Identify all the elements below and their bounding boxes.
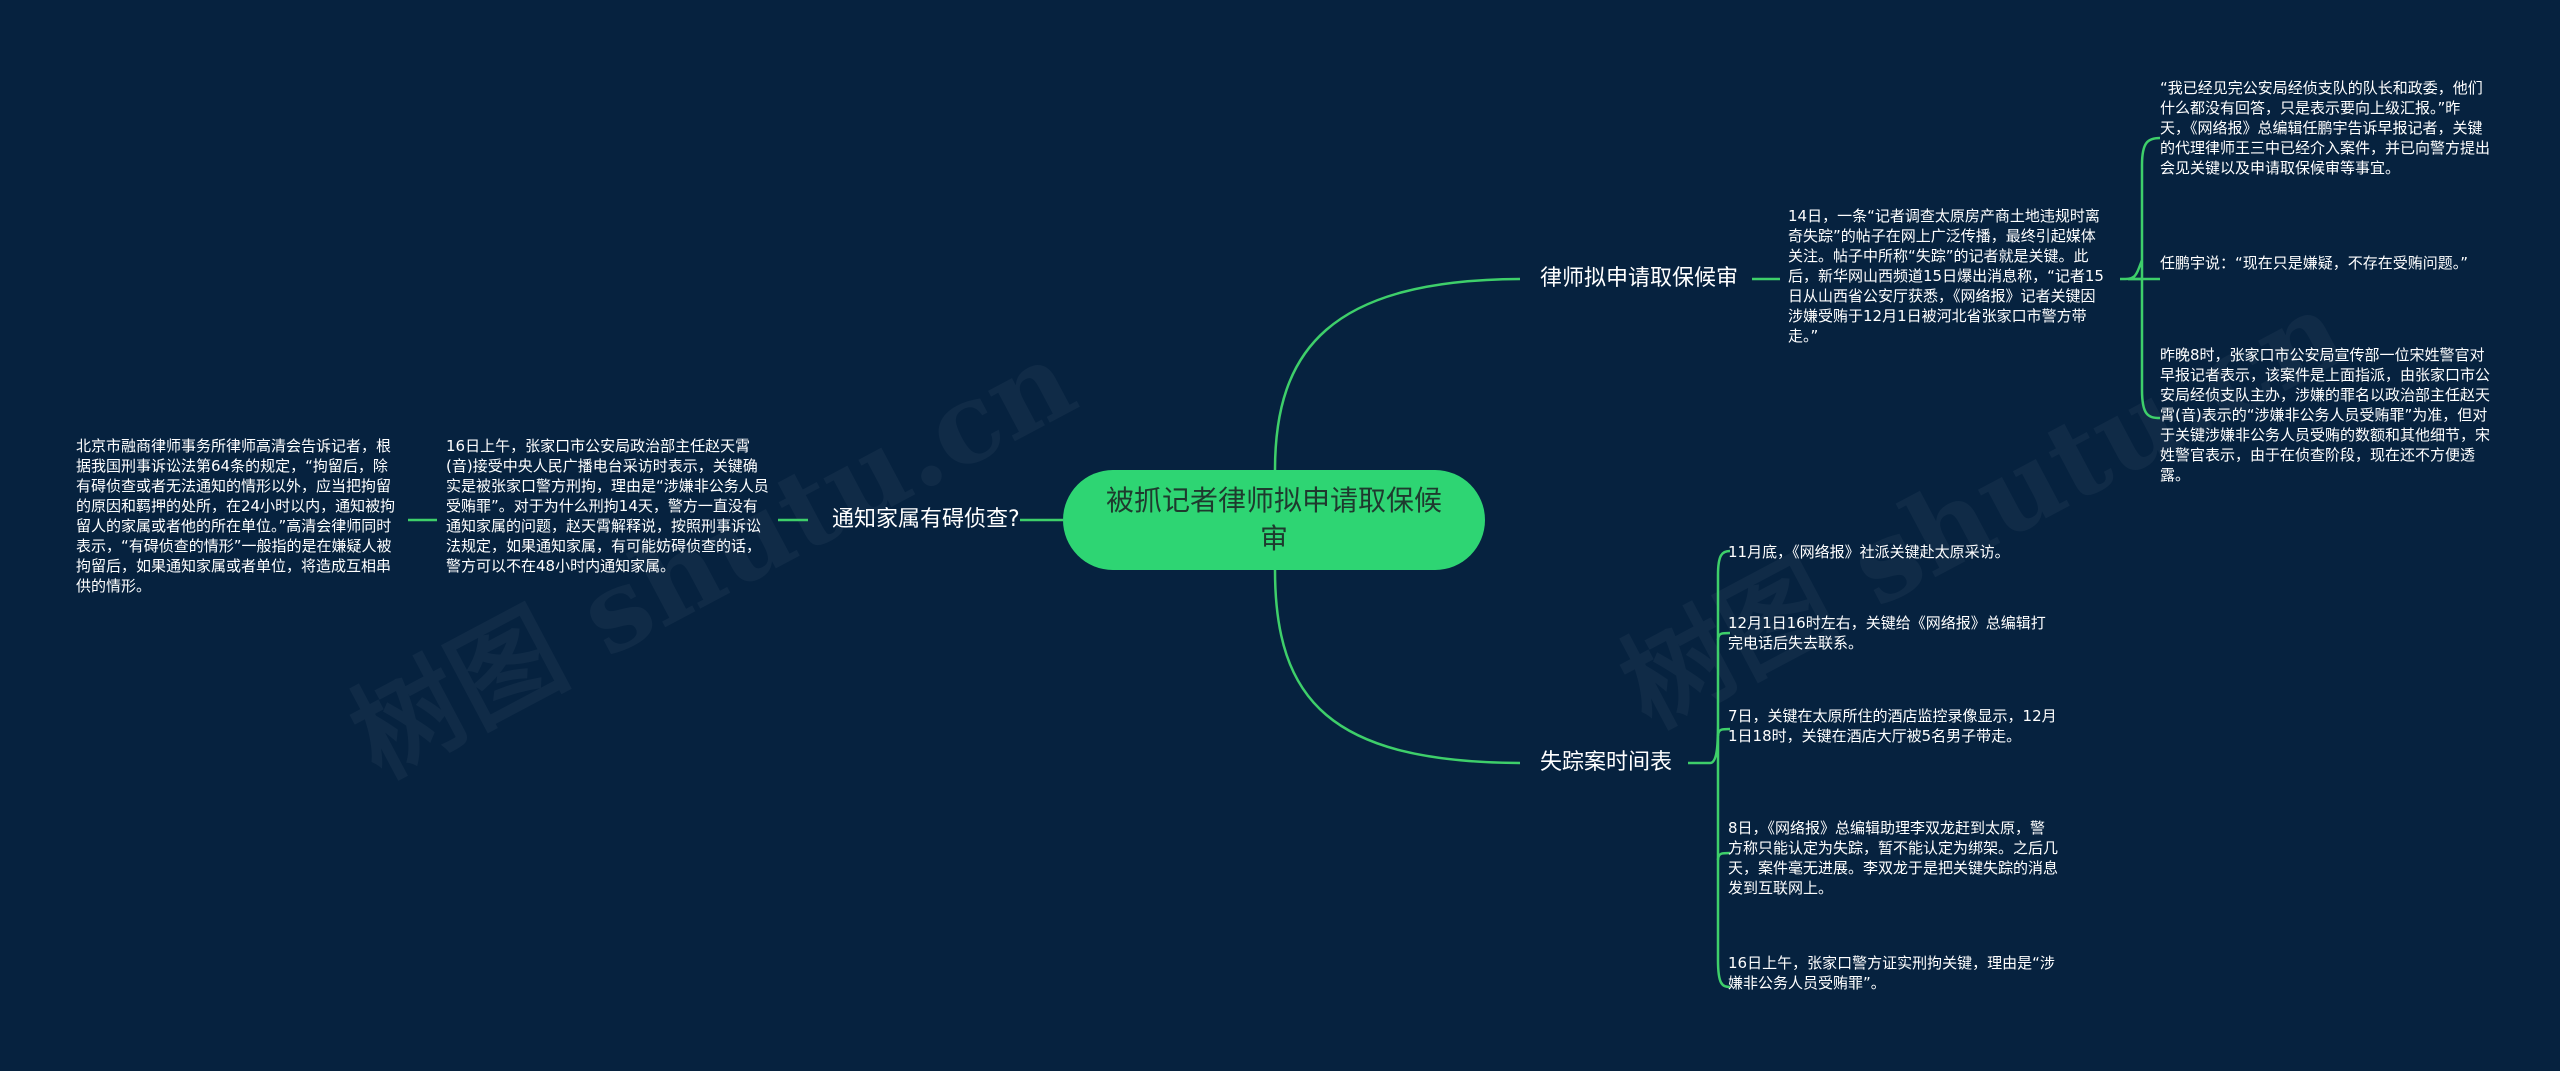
connector-timeline-child-1 [1716, 631, 1731, 641]
family-summary: 16日上午，张家口市公安局政治部主任赵天霄(音)接受中央人民广播电台采访时表示，… [446, 437, 769, 575]
branch-bail-label: 律师拟申请取保候审 [1540, 266, 1739, 291]
branch-family-topic[interactable]: 通知家属有碍侦查? [832, 505, 1020, 535]
connector-timeline-child-3 [1716, 851, 1731, 861]
timeline-item-1: 11月底，《网络报》社派关键赴太原采访。 [1728, 543, 2010, 561]
bail-child-2: 任鹏宇说：“现在只是嫌疑，不存在受贿问题。” [2160, 254, 2469, 272]
branch-timeline-label: 失踪案时间表 [1540, 750, 1673, 775]
timeline-item-2: 12月1日16时左右，关键给《网络报》总编辑打完电话后失去联系。 [1728, 614, 2046, 652]
bail-summary: 14日，一条“记者调查太原房产商土地违规时离奇失踪”的帖子在网上广泛传播，最终引… [1788, 207, 2104, 345]
bail-child-1: “我已经见完公安局经侦支队的队长和政委，他们什么都没有回答，只是表示要向上级汇报… [2160, 79, 2491, 177]
root-node[interactable]: 被抓记者律师拟申请取保候审 [1063, 470, 1485, 570]
root-label: 被抓记者律师拟申请取保候审 [1105, 484, 1442, 555]
connector-root-timeline [1273, 569, 1521, 765]
branch-bail-topic[interactable]: 律师拟申请取保候审 [1540, 264, 1738, 294]
timeline-item-4: 8日，《网络报》总编辑助理李双龙赶到太原，警方称只能认定为失踪，暂不能认定为绑架… [1728, 819, 2059, 897]
family-detail: 北京市融商律师事务所律师高清会告诉记者，根据我国刑事诉讼法第64条的规定，“拘留… [76, 437, 396, 595]
connector-root-bail [1273, 277, 1521, 471]
connector-timeline-bracket [1709, 549, 1731, 989]
timeline-item-3: 7日，关键在太原所住的酒店监控录像显示，12月1日18时，关键在酒店大厅被5名男… [1728, 707, 2057, 745]
branch-timeline-topic[interactable]: 失踪案时间表 [1540, 748, 1672, 778]
bail-child-3: 昨晚8时，张家口市公安局宣传部一位宋姓警官对早报记者表示，该案件是上面指派，由张… [2160, 346, 2491, 484]
timeline-item-5: 16日上午，张家口警方证实刑拘关键，理由是“涉嫌非公务人员受贿罪”。 [1728, 954, 2055, 992]
connector-timeline-child-2 [1716, 727, 1731, 737]
branch-family-label: 通知家属有碍侦查? [832, 507, 1020, 532]
